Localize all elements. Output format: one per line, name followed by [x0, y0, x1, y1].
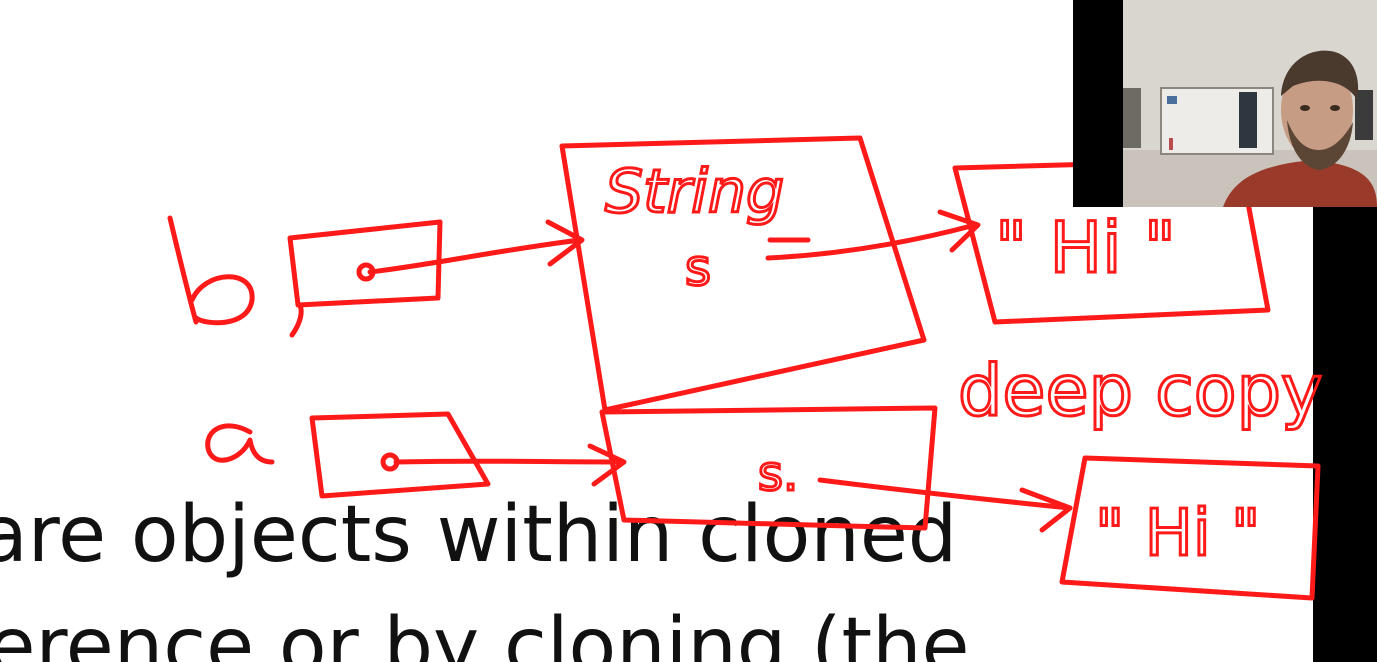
slide-text-line-2: ference or by cloning (the: [0, 602, 970, 662]
webcam-overlay: [1073, 0, 1377, 207]
presenter-avatar: [1223, 50, 1377, 207]
slide-text-line-1: are objects within cloned: [0, 490, 958, 580]
